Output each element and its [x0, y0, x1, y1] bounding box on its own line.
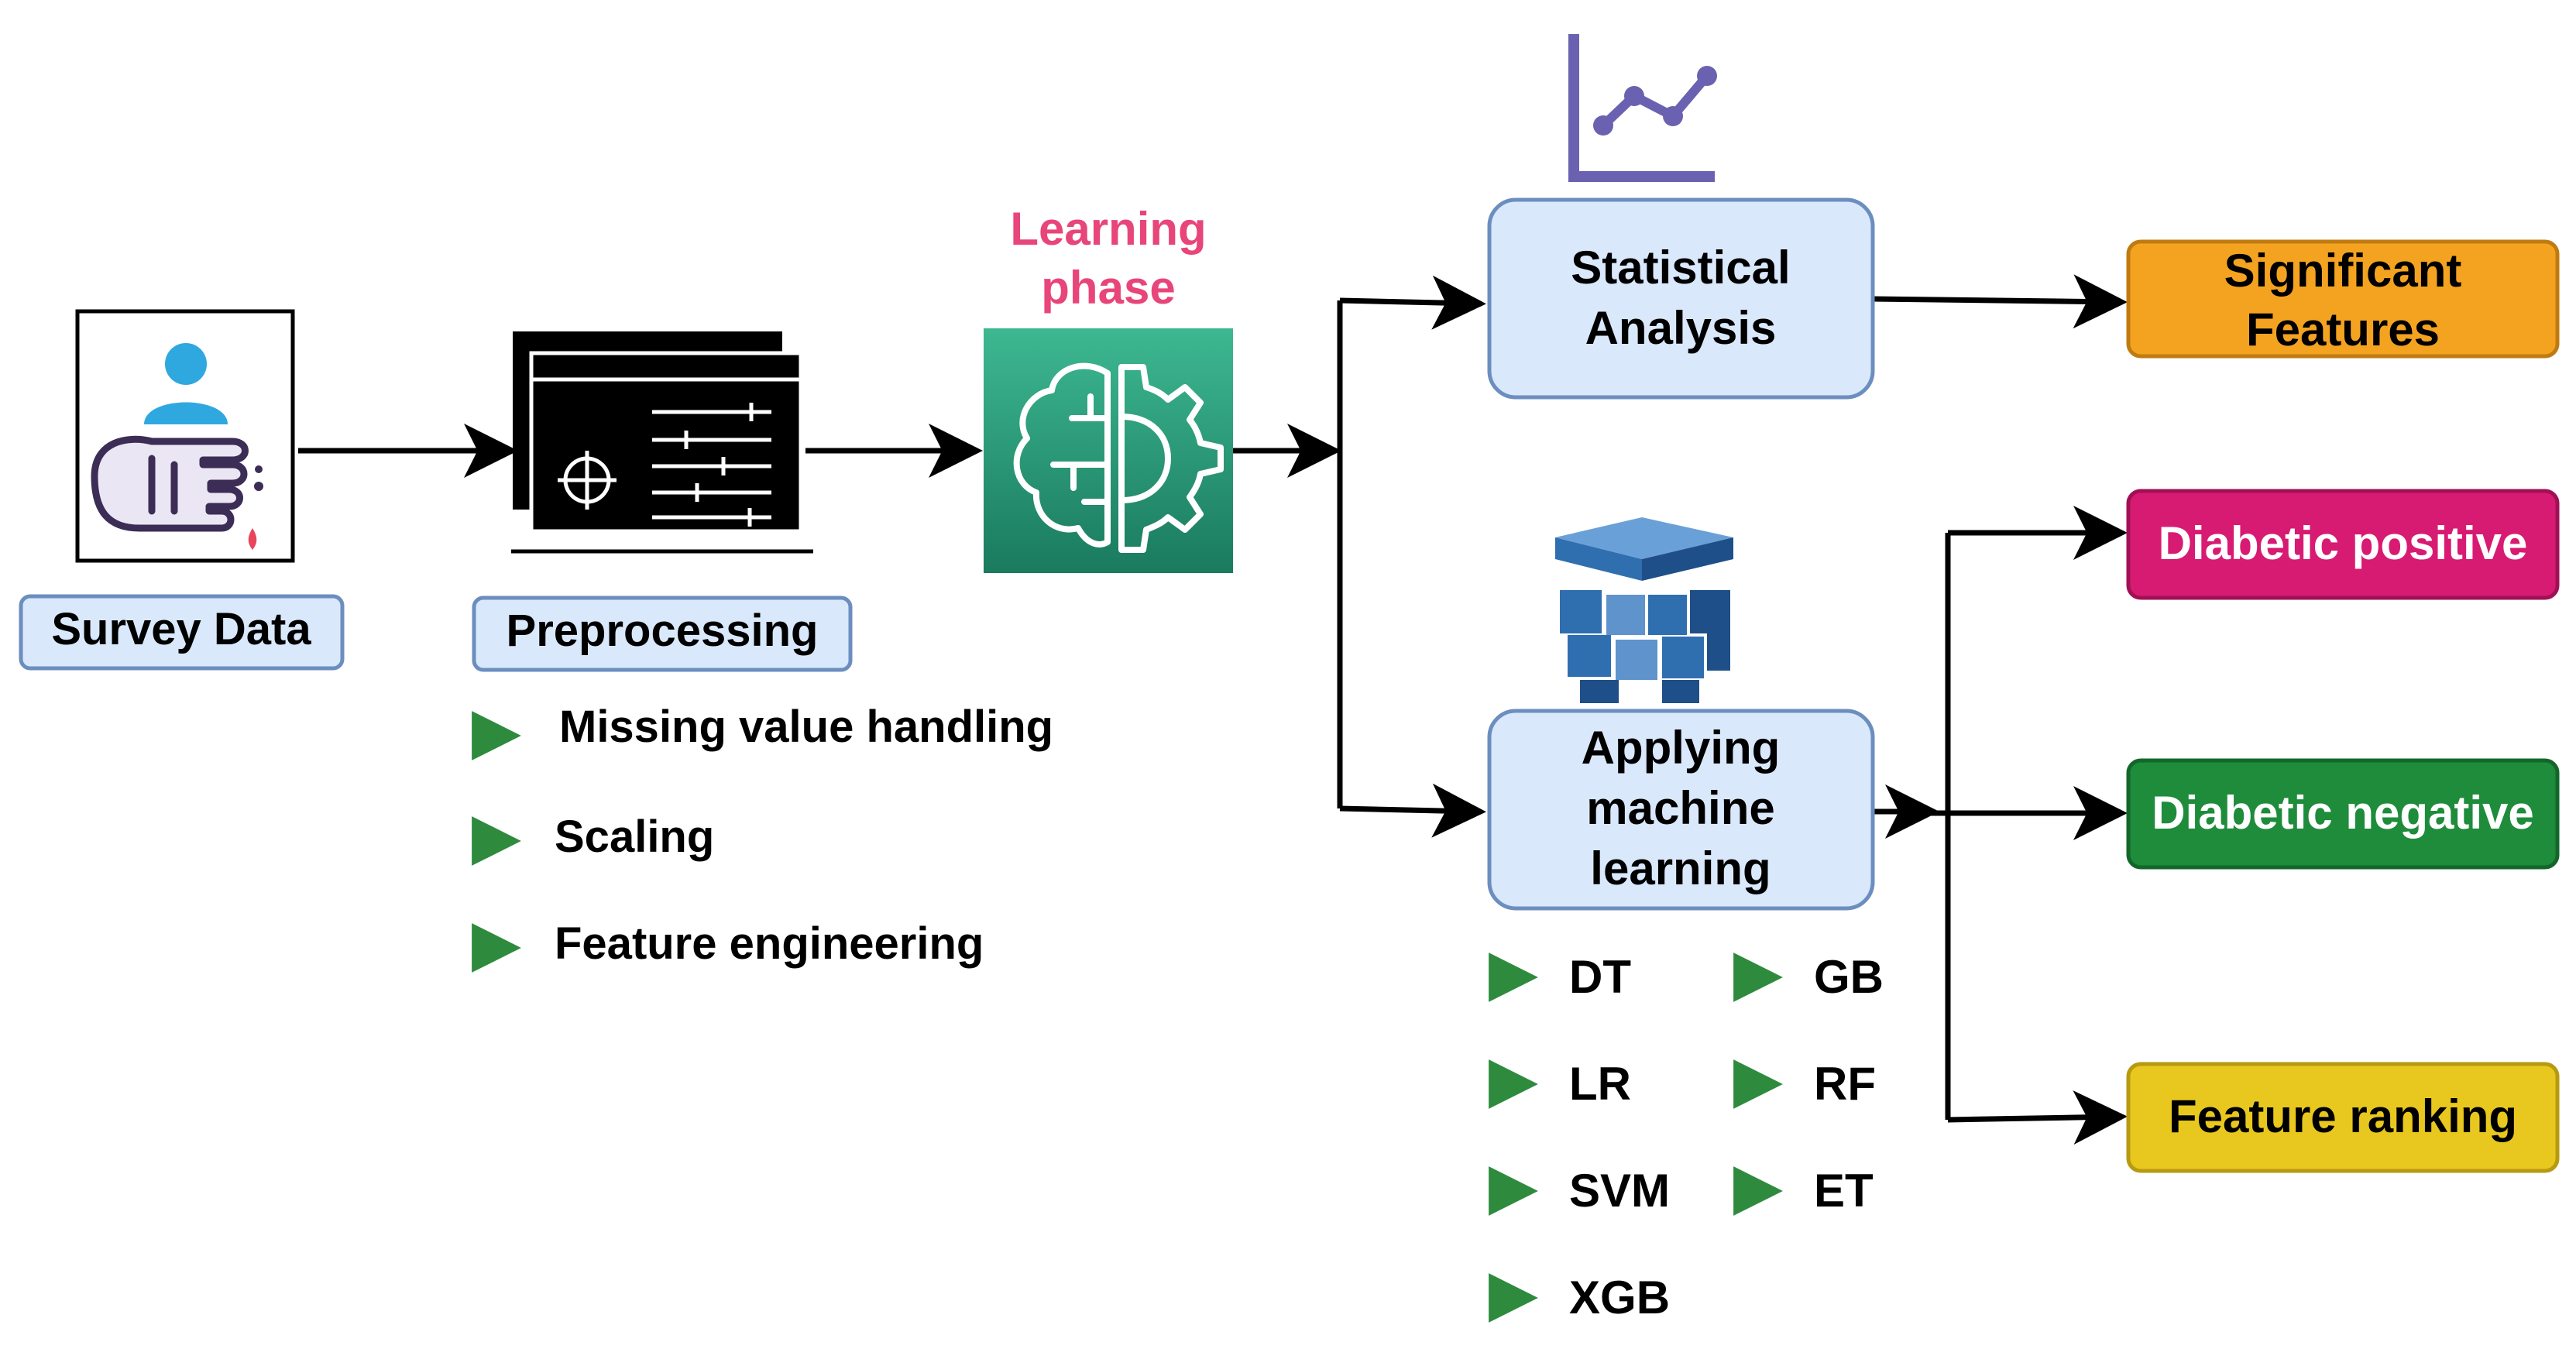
- ml-box: Applying machine learning: [1487, 709, 1875, 911]
- arrow-to-statistical: [1339, 275, 1486, 330]
- significant-features-box: Significant Features: [2126, 239, 2560, 359]
- feature-ranking-label: Feature ranking: [2169, 1090, 2517, 1142]
- ml-line3: learning: [1590, 843, 1771, 894]
- bullet-icon: [472, 816, 521, 866]
- significant-line1: Significant: [2224, 245, 2462, 297]
- survey-person-hand-icon: [75, 309, 295, 563]
- arrow-statistical-to-significant: [1872, 274, 2128, 329]
- model-item: ET: [1814, 1165, 1874, 1217]
- model-item: GB: [1814, 951, 1884, 1003]
- bullet-icon: [1733, 1166, 1783, 1216]
- bullet-icon: [472, 711, 521, 760]
- learning-title-line1: Learning: [1010, 203, 1206, 255]
- preprocessing-steps: Missing value handling Scaling Feature e…: [472, 702, 1053, 973]
- survey-label: Survey Data: [51, 604, 311, 654]
- brain-gear-icon: [984, 328, 1233, 573]
- ml-line2: machine: [1586, 782, 1774, 834]
- bullet-icon: [1489, 1059, 1538, 1109]
- model-item: DT: [1569, 951, 1631, 1003]
- preprocessing-label: Preprocessing: [507, 606, 819, 656]
- diabetic-negative-box: Diabetic negative: [2126, 758, 2560, 870]
- statistical-analysis-box: Statistical Analysis: [1487, 197, 1875, 400]
- line-chart-icon: [1568, 34, 1717, 182]
- statistical-line2: Analysis: [1585, 302, 1777, 354]
- diabetic-positive-box: Diabetic positive: [2126, 489, 2560, 600]
- ml-line1: Applying: [1582, 722, 1781, 774]
- bullet-icon: [1489, 953, 1538, 1002]
- arrow-to-ml: [1339, 783, 1486, 838]
- learning-title-line2: phase: [1041, 262, 1175, 314]
- preprocessing-label-box: Preprocessing: [472, 596, 853, 672]
- step-item: Missing value handling: [559, 702, 1053, 752]
- feature-ranking-box: Feature ranking: [2126, 1062, 2560, 1173]
- bullet-icon: [1489, 1273, 1538, 1323]
- step-item: Scaling: [555, 812, 714, 862]
- bullet-icon: [472, 923, 521, 973]
- cube-stack-icon: [1555, 517, 1733, 703]
- bullet-icon: [1733, 953, 1783, 1002]
- connectors: [298, 274, 2128, 1145]
- arrow-to-ranking: [1947, 1090, 2128, 1145]
- model-item: SVM: [1569, 1165, 1670, 1217]
- model-item: RF: [1814, 1058, 1876, 1110]
- ml-models: DT LR SVM XGB GB RF ET: [1489, 951, 1884, 1323]
- survey-label-box: Survey Data: [19, 594, 345, 671]
- bullet-icon: [1489, 1166, 1538, 1216]
- model-item: XGB: [1569, 1272, 1670, 1323]
- preprocessing-window-icon: [511, 331, 813, 554]
- statistical-line1: Statistical: [1571, 242, 1790, 293]
- step-item: Feature engineering: [555, 918, 984, 969]
- diabetic-positive-label: Diabetic positive: [2159, 517, 2528, 569]
- model-item: LR: [1569, 1058, 1631, 1110]
- bullet-icon: [1733, 1059, 1783, 1109]
- diabetic-negative-label: Diabetic negative: [2152, 787, 2534, 839]
- significant-line2: Features: [2246, 304, 2440, 355]
